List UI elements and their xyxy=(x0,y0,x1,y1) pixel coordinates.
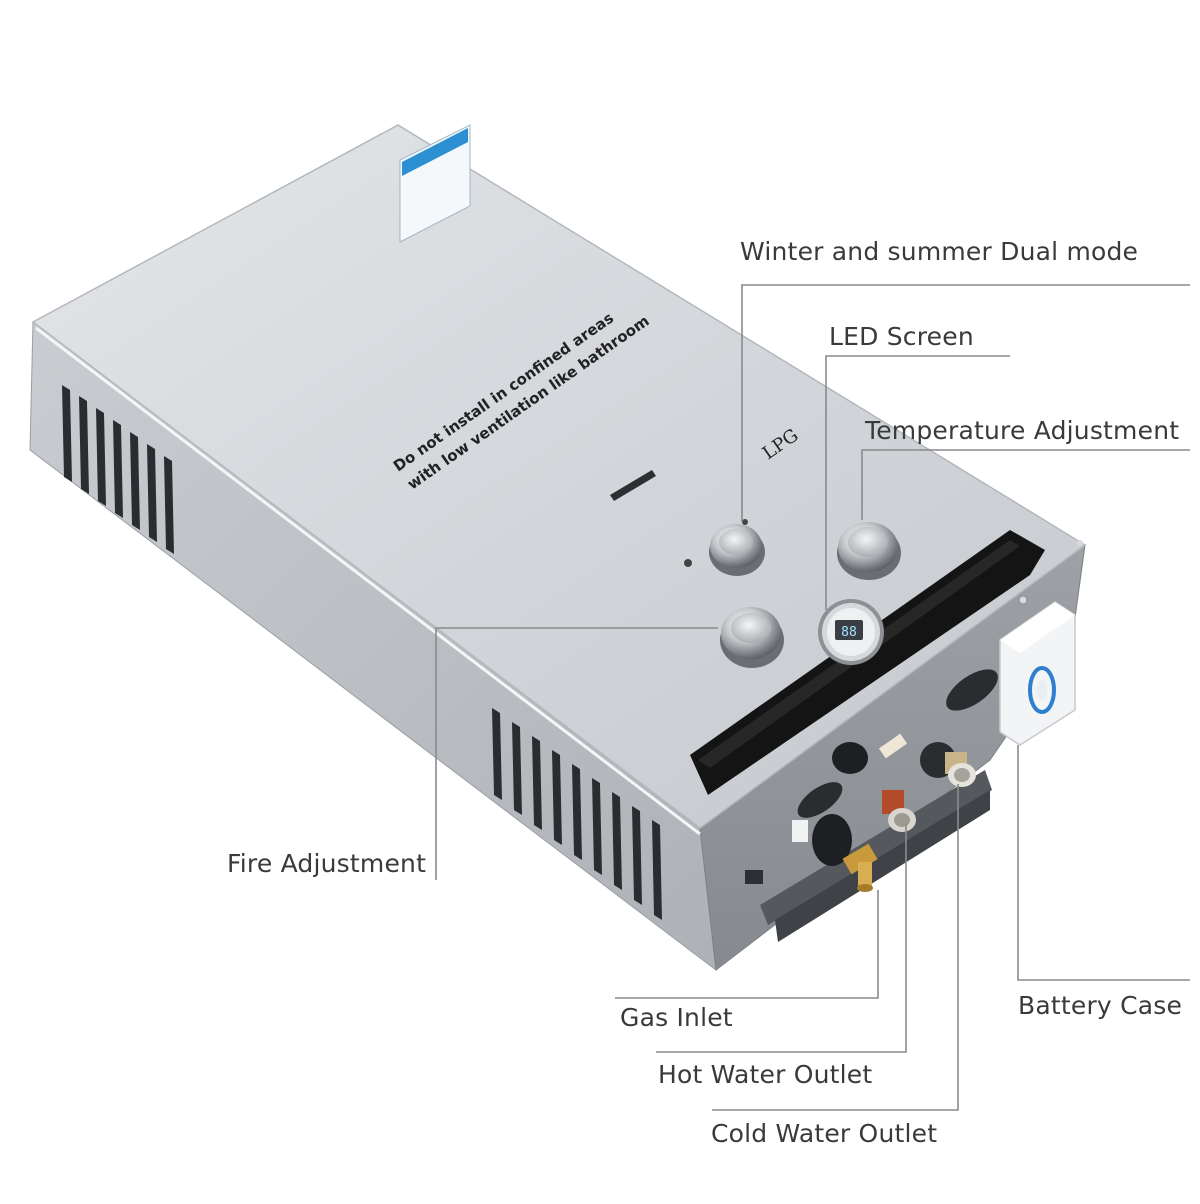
top-face xyxy=(31,124,1087,829)
bottom-fittings xyxy=(745,669,998,942)
led-screen: 88 xyxy=(818,599,884,665)
side-vents-lower xyxy=(492,708,662,920)
callout-battery-case: Battery Case xyxy=(1018,991,1183,1020)
callout-fire-adjustment: Fire Adjustment xyxy=(227,849,427,878)
leader-gas-inlet xyxy=(615,890,879,999)
gas-inlet-fitting xyxy=(842,843,878,892)
temperature-knob[interactable] xyxy=(837,522,901,580)
battery-case xyxy=(999,601,1076,746)
hot-water-outlet-fitting xyxy=(882,790,916,832)
sun-icon xyxy=(742,519,748,525)
energy-label-sticker xyxy=(399,124,471,243)
leader-cold-water xyxy=(712,784,959,1111)
snowflake-icon xyxy=(684,559,692,567)
leader-lines xyxy=(435,284,1190,1111)
callout-cold-water-outlet: Cold Water Outlet xyxy=(711,1119,938,1148)
leader-battery xyxy=(1017,745,1190,981)
callout-gas-inlet: Gas Inlet xyxy=(620,1003,733,1032)
flame-window xyxy=(610,470,656,501)
leader-winter-summer xyxy=(741,284,1190,522)
mode-knob[interactable] xyxy=(709,524,765,576)
leader-temperature xyxy=(861,449,1190,520)
callout-winter-summer-dual-mode: Winter and summer Dual mode xyxy=(740,237,1139,266)
callout-temperature-adjustment: Temperature Adjustment xyxy=(865,416,1180,445)
leader-led-screen xyxy=(825,355,1010,610)
side-vents-upper xyxy=(62,385,174,554)
led-readout: 88 xyxy=(841,625,857,640)
callout-hot-water-outlet: Hot Water Outlet xyxy=(658,1060,873,1089)
leader-fire xyxy=(435,627,718,880)
callout-led-screen: LED Screen xyxy=(829,322,974,351)
fire-knob[interactable] xyxy=(720,607,784,668)
leader-hot-water xyxy=(656,824,907,1053)
control-strip xyxy=(690,530,1045,795)
cold-water-outlet-fitting xyxy=(945,752,976,787)
